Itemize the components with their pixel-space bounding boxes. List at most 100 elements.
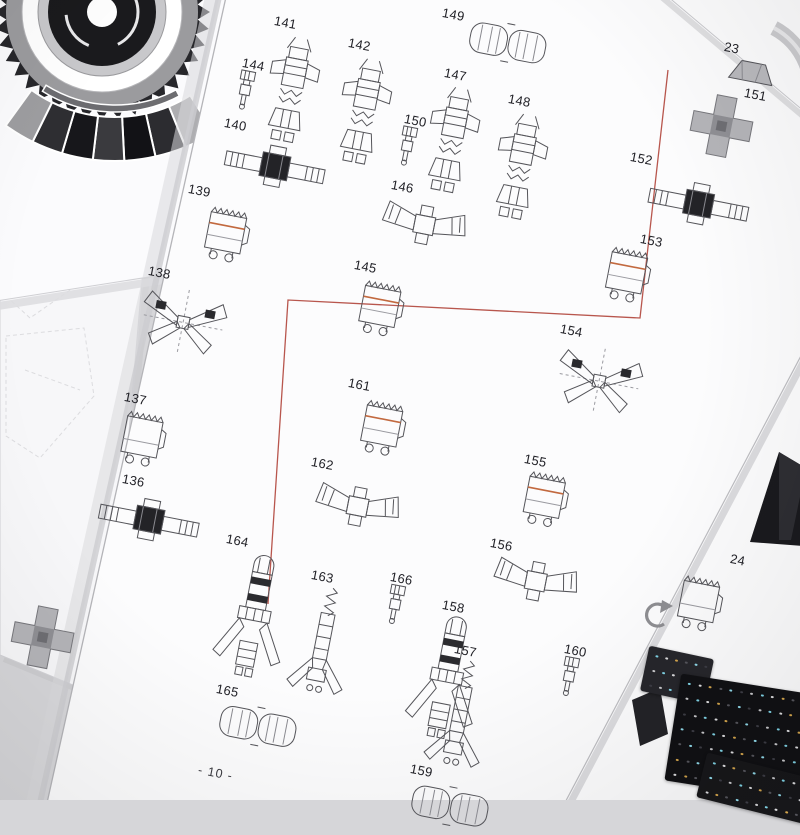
- main-left-edge: [46, 0, 227, 800]
- part-diagram: [547, 338, 651, 424]
- panel-button-dot: [752, 771, 756, 775]
- panel-button-dot: [716, 702, 720, 706]
- panel-button-dot: [724, 719, 728, 723]
- panel-button-dot: [678, 743, 682, 746]
- part-marker: 164: [212, 530, 281, 678]
- part-diagram: [255, 30, 327, 150]
- part-diagram: [391, 123, 423, 169]
- panel-button-dot: [675, 758, 679, 761]
- panel-button-dot: [773, 742, 778, 746]
- panel-button-dot: [701, 731, 705, 734]
- part-marker: 165: [215, 680, 297, 747]
- panel-button-dot: [682, 712, 687, 716]
- panel-button-dot: [668, 688, 672, 692]
- panel-button-dot: [652, 669, 656, 673]
- panel-button-dot: [655, 655, 659, 658]
- panel-button-dot: [718, 687, 723, 691]
- panel-button-dot: [712, 762, 717, 765]
- panel-button-dot: [671, 673, 676, 677]
- panel-button-dot: [788, 796, 792, 800]
- part-diagram: [684, 89, 759, 164]
- part-marker: 152: [629, 148, 750, 226]
- part-marker: 145: [353, 256, 405, 337]
- part-marker: 150: [400, 110, 429, 166]
- panel-button-dot: [772, 776, 776, 780]
- right-sheet-graphics: [632, 21, 800, 746]
- part-diagram: [197, 202, 254, 270]
- panel-button-dot: [683, 775, 687, 778]
- panel-button-dot: [760, 694, 764, 697]
- sheet-backdrop: [0, 0, 800, 800]
- part-diagram: [670, 571, 727, 639]
- panel-button-dot: [757, 709, 762, 712]
- part-marker: 142: [339, 34, 393, 165]
- panel-button-dot: [791, 699, 795, 702]
- panel-button-dot: [734, 721, 738, 724]
- panel-button-dot: [704, 665, 708, 669]
- panel-button-dot: [719, 749, 723, 753]
- panel-button-dot: [729, 751, 734, 754]
- part-marker: 139: [187, 180, 251, 263]
- panel-button-dot: [696, 761, 700, 765]
- part-diagram: [379, 581, 411, 627]
- part-marker: 166: [388, 568, 415, 624]
- part-diagram: [229, 67, 261, 113]
- main-left-shadow: [26, 0, 219, 800]
- panel-button-dot: [792, 761, 796, 764]
- part-diagram: [515, 466, 572, 534]
- part-diagram: [643, 168, 755, 239]
- part-marker: 163: [286, 566, 343, 696]
- panel-button-dot: [758, 789, 762, 792]
- panel-button-dot: [776, 727, 780, 731]
- panel-button-dot: [768, 791, 772, 795]
- panel-button-dot: [764, 806, 769, 809]
- part-marker: 160: [562, 640, 589, 696]
- panel-button-dot: [755, 724, 759, 727]
- panel-button-dot: [768, 710, 772, 714]
- panel-button-dot: [774, 808, 779, 812]
- part-diagram: [310, 475, 406, 539]
- red-section-line: [267, 69, 669, 605]
- panel-button-dot: [739, 690, 743, 694]
- part-marker: 141: [267, 12, 321, 144]
- panel-button-dot: [770, 695, 774, 699]
- panel-button-dot: [753, 739, 757, 743]
- small-dark-part: [632, 688, 668, 746]
- panel-button-dot: [786, 729, 790, 732]
- part-marker: 151: [689, 84, 769, 159]
- panel-button-dot: [748, 786, 753, 790]
- main-left-shadow-inner: [37, 0, 222, 800]
- part-diagram: [351, 276, 408, 344]
- panel-button-dot: [721, 734, 726, 738]
- part-diagram: [464, 14, 551, 72]
- panel-button-dot: [794, 746, 798, 749]
- panel-button-dot: [690, 729, 695, 733]
- part-diagram: [93, 484, 205, 555]
- panel-button-dot: [754, 803, 759, 807]
- panel-button-dot: [674, 659, 679, 662]
- part-diagram: [376, 193, 472, 257]
- part-marker: 154: [559, 320, 644, 414]
- panel-button-dot: [686, 760, 690, 763]
- part-marker: 161: [347, 374, 407, 456]
- panel-button-dot: [742, 769, 746, 773]
- panel-button-dot: [784, 744, 788, 748]
- panel-button-dot: [780, 697, 785, 700]
- panel-button-dot: [747, 707, 751, 711]
- panel-button-dot: [713, 717, 718, 721]
- panel-button-dot: [762, 774, 766, 778]
- panel-button-dot: [728, 781, 733, 785]
- panel-button-dot: [685, 697, 689, 701]
- part-marker: 140: [223, 114, 326, 189]
- panel-button-dot: [706, 701, 710, 704]
- part-marker: 23: [723, 38, 773, 87]
- main-sheet: [47, 0, 800, 800]
- panel-button-dot: [658, 686, 663, 690]
- parts-layer: 136 137 138 139 140 141 142 144 145 146 …: [10, 5, 773, 827]
- corner-sheet-shadow: [660, 0, 800, 118]
- part-marker: 137: [120, 388, 167, 467]
- panel-button-dot: [749, 692, 754, 696]
- panel-button-dot: [698, 684, 702, 687]
- panel-button-dot: [737, 706, 741, 709]
- panel-button-dot: [744, 801, 749, 804]
